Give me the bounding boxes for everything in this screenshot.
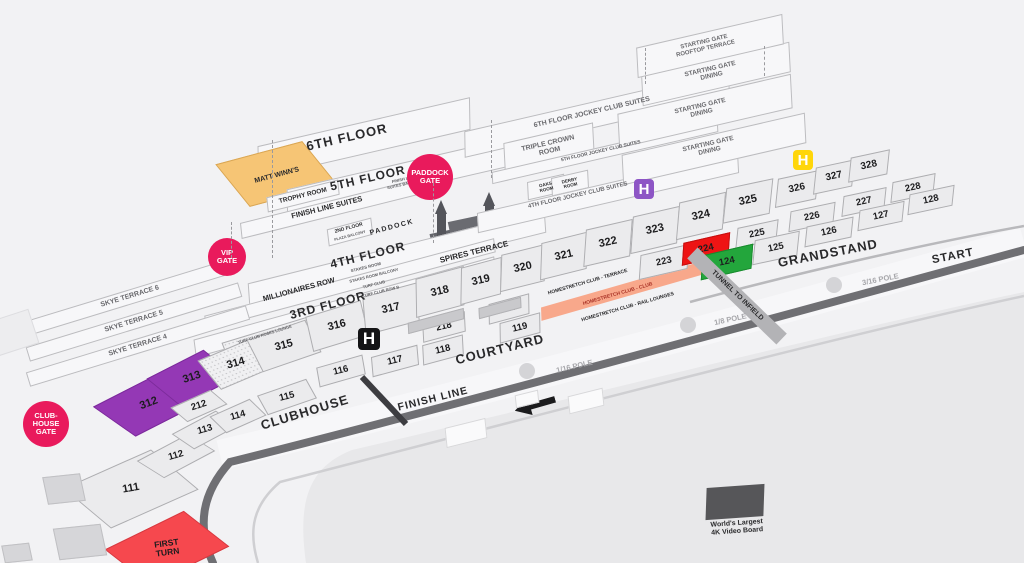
first-turn-section-label: FIRST TURN — [153, 536, 180, 559]
spire-right-tip — [483, 192, 495, 206]
guide-line-6 — [764, 46, 765, 76]
pole-1-16-dot — [519, 363, 535, 379]
spire-left-tip — [435, 200, 447, 214]
guide-line-4 — [491, 120, 492, 178]
spire-left — [437, 214, 446, 242]
pole-1-8-dot — [680, 317, 696, 333]
outbuilding-3 — [1, 542, 33, 563]
guide-line-1 — [272, 140, 273, 258]
vip-gate[interactable]: VIP GATE — [208, 238, 246, 276]
guide-line-2 — [231, 222, 232, 258]
paddock-gate[interactable]: PADDOCK GATE — [407, 154, 453, 200]
outbuilding-1 — [42, 473, 86, 505]
pole-3-16-dot — [826, 277, 842, 293]
guide-line-5 — [645, 48, 646, 84]
elevator-marker-clubhouse[interactable]: H — [358, 328, 380, 350]
elevator-marker-grandstand[interactable]: H — [793, 150, 813, 170]
outbuilding-2 — [52, 523, 108, 561]
elevator-marker-jockey[interactable]: H — [634, 179, 654, 199]
clubhouse-gate[interactable]: CLUB- HOUSE GATE — [23, 401, 69, 447]
guide-line-3 — [433, 183, 434, 243]
video-board — [705, 483, 765, 521]
